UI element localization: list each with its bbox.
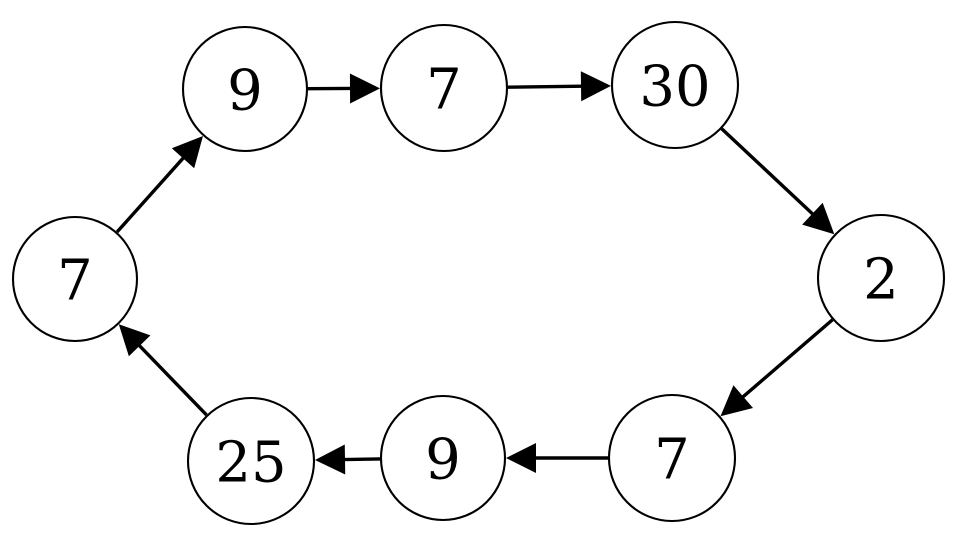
node-circle xyxy=(816,213,946,343)
graph-edge[interactable] xyxy=(507,71,612,102)
node-circle xyxy=(186,396,316,526)
graph-node[interactable]: 9 xyxy=(379,394,507,522)
graph-edge[interactable] xyxy=(506,443,608,473)
node-label: 9 xyxy=(227,59,263,124)
arrowhead-icon xyxy=(720,385,754,417)
node-circle xyxy=(379,394,507,522)
graph-node[interactable]: 9 xyxy=(181,25,309,153)
edge-line xyxy=(137,343,208,417)
node-label: 2 xyxy=(863,248,899,313)
graph-edge[interactable] xyxy=(307,73,380,104)
graph-node[interactable]: 30 xyxy=(610,20,740,150)
node-label: 7 xyxy=(654,428,690,493)
graph-node[interactable]: 7 xyxy=(11,215,139,343)
edge-line xyxy=(740,318,834,400)
graph-node[interactable]: 2 xyxy=(816,213,946,343)
edge-line xyxy=(507,84,584,89)
edge-line xyxy=(342,457,381,462)
node-layer: 7 9 7 30 2 7 9 25 xyxy=(11,20,946,526)
graph-edge[interactable] xyxy=(720,127,835,235)
node-circle xyxy=(181,25,309,153)
edge-line xyxy=(115,155,186,234)
node-label: 30 xyxy=(639,55,710,120)
graph-edge[interactable] xyxy=(314,444,381,475)
graph-edge[interactable] xyxy=(115,135,203,234)
node-label: 7 xyxy=(57,249,93,314)
edge-layer xyxy=(115,71,835,475)
arrowhead-icon xyxy=(349,73,380,104)
node-circle xyxy=(610,20,740,150)
graph-node[interactable]: 7 xyxy=(379,23,509,153)
arrowhead-icon xyxy=(580,71,612,102)
arrowhead-icon xyxy=(506,443,536,473)
arrowhead-icon xyxy=(118,324,151,357)
node-circle xyxy=(11,215,139,343)
arrowhead-icon xyxy=(314,444,346,475)
node-label: 7 xyxy=(426,58,462,123)
node-label: 25 xyxy=(215,431,286,496)
graph-node[interactable]: 25 xyxy=(186,396,316,526)
arrowhead-icon xyxy=(802,202,835,235)
edge-line xyxy=(720,127,816,217)
node-circle xyxy=(379,23,509,153)
graph-edge[interactable] xyxy=(720,318,834,417)
graph-edge[interactable] xyxy=(118,324,208,417)
graph-node[interactable]: 7 xyxy=(607,393,737,523)
arrowhead-icon xyxy=(171,135,203,169)
node-label: 9 xyxy=(425,428,461,493)
node-circle xyxy=(607,393,737,523)
